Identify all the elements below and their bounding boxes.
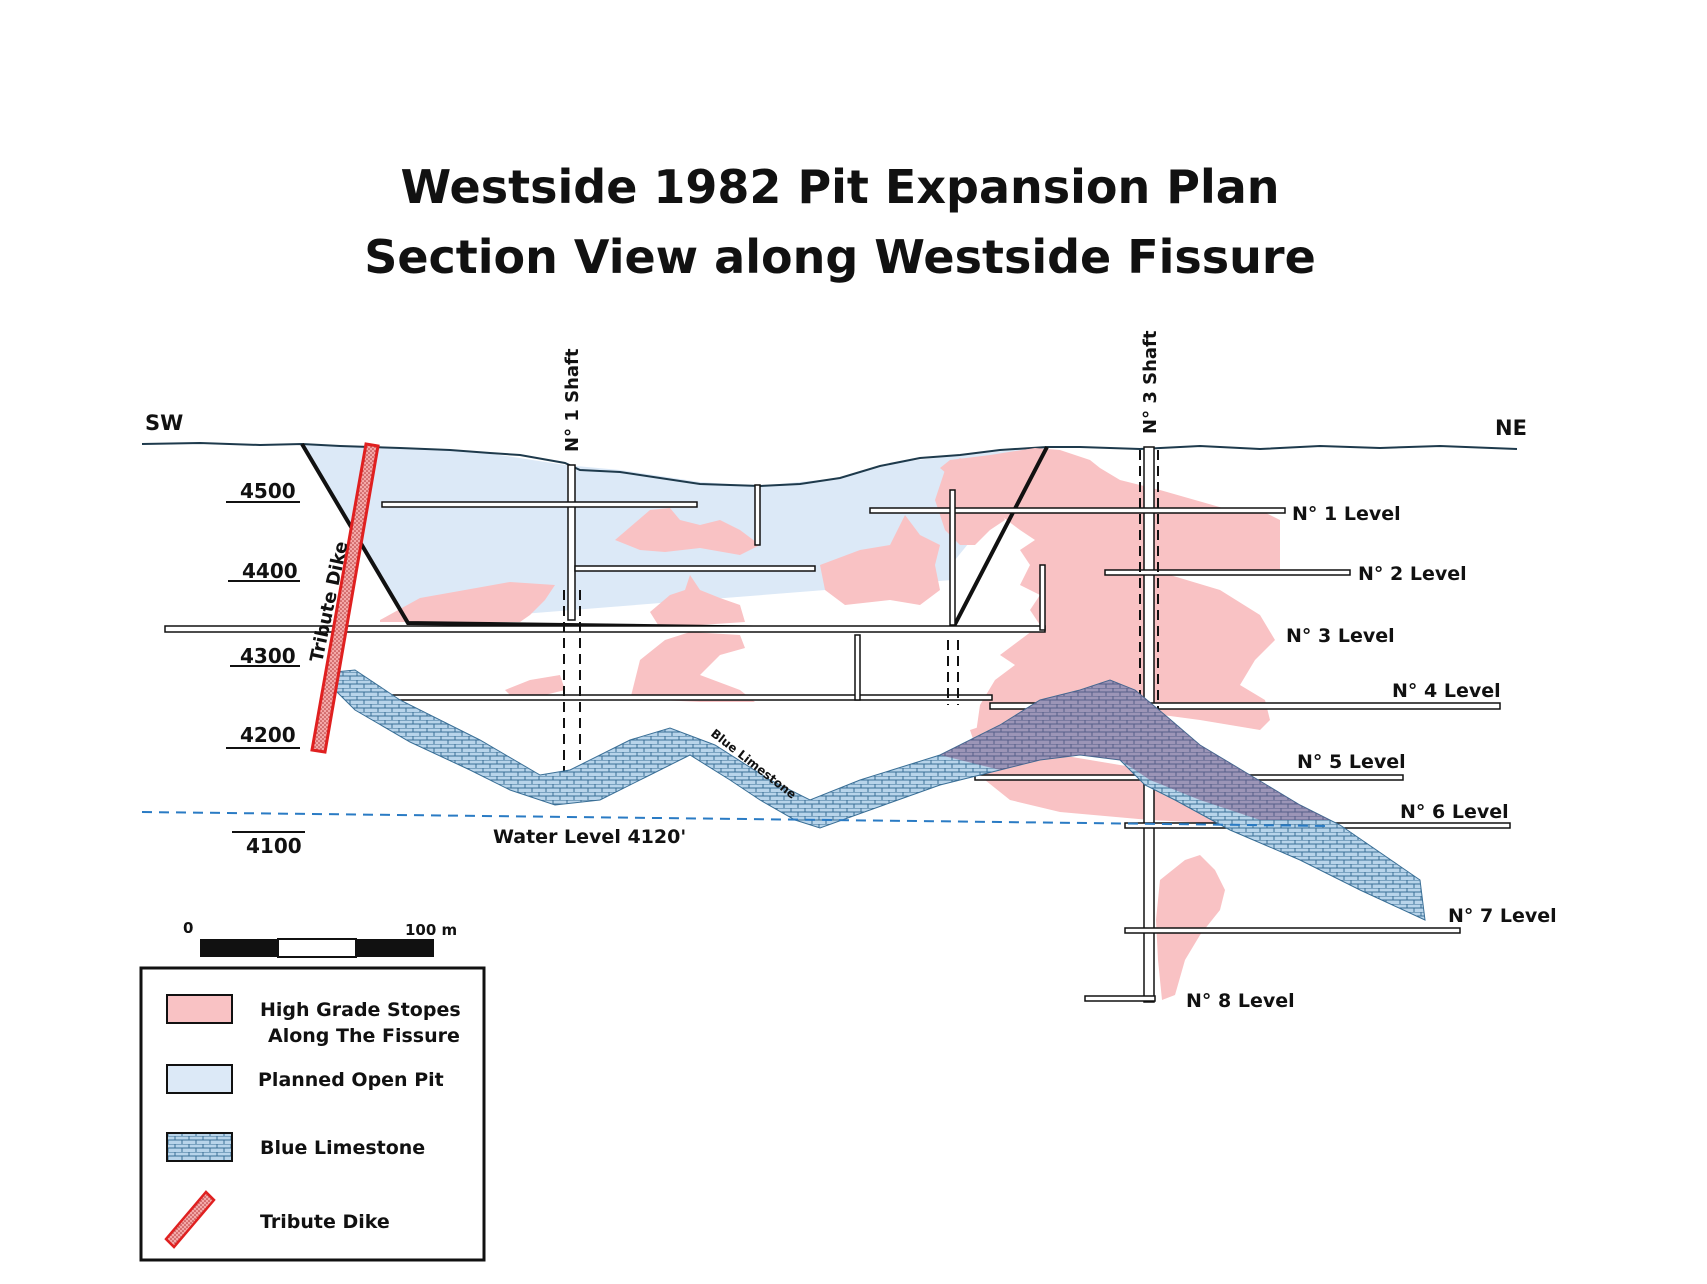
legend-swatch-limestone — [166, 1132, 233, 1162]
crosscut-2 — [854, 634, 861, 701]
stope-upper-left-2 — [380, 582, 555, 622]
shaft-3-label: N° 3 Shaft — [1140, 330, 1161, 434]
legend-swatch-open-pit — [166, 1064, 233, 1094]
level-2-drift-west — [574, 565, 816, 572]
stope-main-ne — [940, 448, 1300, 825]
water-level-line — [141, 811, 1331, 827]
legend — [139, 966, 486, 1262]
winzes — [563, 450, 1159, 785]
elevation-4200: 4200 — [240, 723, 296, 747]
level-7-label: N° 7 Level — [1448, 905, 1557, 927]
stope-limestone-overlap — [940, 680, 1330, 820]
blue-limestone-band — [334, 669, 1426, 921]
legend-dike: Tribute Dike — [260, 1211, 390, 1233]
crosscut-1 — [754, 484, 761, 546]
title-line-2: Section View along Westside Fissure — [364, 230, 1316, 284]
compass-ne: NE — [1495, 416, 1527, 440]
level-3-drift — [164, 625, 1046, 633]
level-5-label: N° 5 Level — [1297, 751, 1406, 773]
level-1-label: N° 1 Level — [1292, 503, 1401, 525]
legend-swatch-stopes — [166, 994, 233, 1024]
elevation-4100: 4100 — [246, 834, 302, 858]
level-4-drift-east — [989, 702, 1501, 710]
scale-end: 100 m — [405, 921, 457, 939]
stope-lower-small — [505, 675, 565, 695]
shaft-1-label: N° 1 Shaft — [562, 348, 583, 452]
elevation-4500: 4500 — [240, 479, 296, 503]
crosscut-3 — [949, 489, 956, 626]
elevation-labels — [226, 501, 305, 833]
elevation-4400: 4400 — [242, 559, 298, 583]
level-7-drift — [1124, 927, 1461, 934]
level-4-label: N° 4 Level — [1392, 680, 1501, 702]
level-1-drift-west — [381, 501, 698, 508]
legend-swatch-dike — [164, 1190, 216, 1249]
scale-bar — [200, 938, 434, 958]
level-4-drift-west — [391, 694, 993, 701]
level-2-label: N° 2 Level — [1358, 563, 1467, 585]
title-line-1: Westside 1982 Pit Expansion Plan — [400, 160, 1279, 214]
level-8-label: N° 8 Level — [1186, 990, 1295, 1012]
stope-upper-left-1 — [615, 508, 760, 555]
tribute-dike — [310, 442, 380, 754]
level-3-label: N° 3 Level — [1286, 625, 1395, 647]
stope-middle-lower — [650, 575, 745, 628]
stope-lower-left — [630, 632, 755, 702]
legend-stopes-line1: High Grade Stopes — [260, 999, 461, 1021]
level-1-drift-east — [869, 507, 1286, 514]
legend-open-pit: Planned Open Pit — [258, 1069, 444, 1091]
elevation-4300: 4300 — [240, 644, 296, 668]
compass-sw: SW — [145, 411, 183, 435]
shaft-1 — [567, 464, 576, 621]
scale-start: 0 — [183, 919, 193, 937]
level-8-drift — [1084, 995, 1156, 1002]
level-6-label: N° 6 Level — [1400, 801, 1509, 823]
water-level-label: Water Level 4120' — [493, 826, 686, 848]
stope-middle-upper — [820, 515, 940, 605]
level-2-drift-east — [1104, 569, 1351, 576]
legend-limestone: Blue Limestone — [260, 1137, 425, 1159]
legend-stopes-line2: Along The Fissure — [268, 1025, 460, 1047]
crosscut-4 — [1039, 564, 1046, 631]
ground-surface — [141, 441, 1518, 488]
